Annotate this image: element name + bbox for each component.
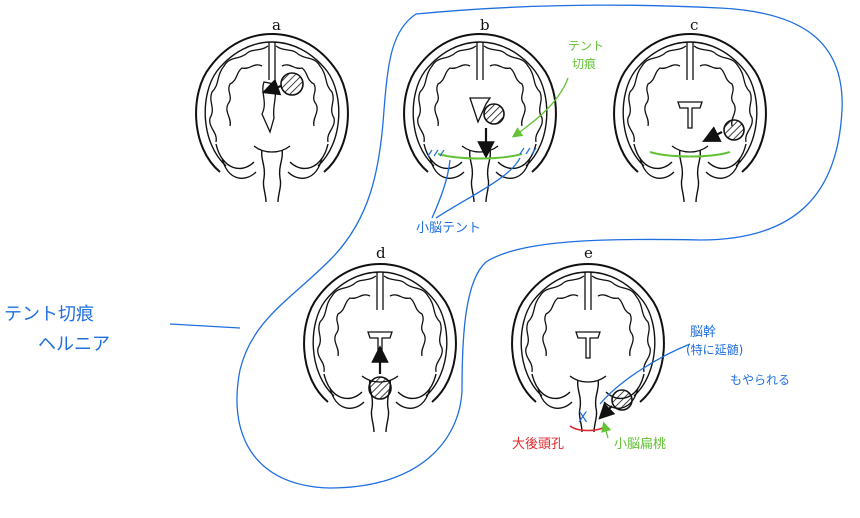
label-foramen-magnum: 大後頭孔: [512, 437, 564, 452]
label-notch: 切痕: [572, 56, 596, 71]
panel-label-a: a: [272, 16, 281, 34]
panel-b: b テント 切痕 小脳テント: [403, 16, 604, 236]
label-cerebellar-tent: 小脳テント: [416, 221, 481, 236]
label-brainstem: 脳幹: [690, 324, 716, 340]
hematoma-mass: [280, 72, 304, 96]
panel-label-e: e: [584, 244, 593, 262]
panel-a: a: [195, 16, 349, 203]
panel-e: e X 脳幹 (特に延髄) もやられる 大後頭孔 小脳扁桃: [511, 244, 790, 452]
svg-text:X: X: [578, 410, 588, 426]
panel-label-b: b: [480, 16, 490, 34]
label-tentorial-herniation-1: テント切痕: [4, 304, 94, 325]
panel-label-d: d: [376, 244, 386, 262]
shift-arrow: [261, 78, 282, 96]
panel-label-c: c: [690, 16, 698, 34]
label-cerebellar-tonsil: 小脳扁桃: [614, 437, 666, 452]
label-tentorial-herniation-2: ヘルニア: [38, 334, 110, 355]
panel-d: d: [303, 244, 457, 433]
tentorial-herniation-outline: [236, 4, 843, 489]
label-tent: テント: [568, 39, 604, 53]
label-brainstem-affected: もやられる: [730, 373, 790, 387]
panel-c: c: [613, 16, 767, 203]
label-brainstem-note: (特に延髄): [686, 342, 743, 357]
